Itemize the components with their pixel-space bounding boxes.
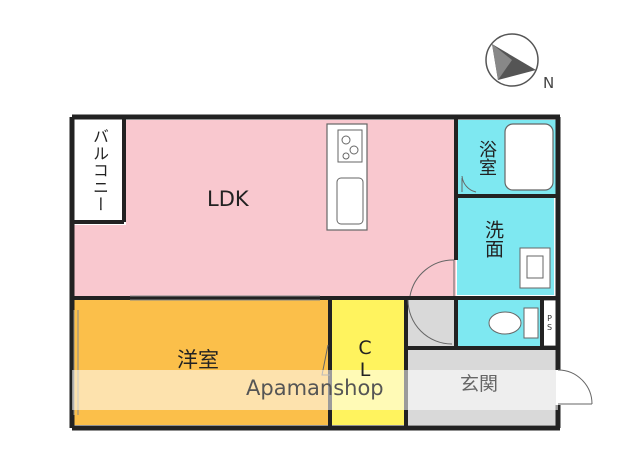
ldk-area-lower	[74, 225, 126, 297]
bath-label: 浴室	[476, 140, 497, 176]
balcony-label: バルコニー	[90, 128, 109, 213]
watermark-band	[72, 370, 558, 410]
entrance-label: 玄関	[460, 373, 499, 395]
bathtub-icon	[504, 123, 554, 191]
balcony-area	[80, 124, 124, 220]
ldk-label: LDK	[207, 187, 249, 211]
hall-area	[408, 300, 456, 346]
stove-icon	[337, 129, 363, 163]
ldk-area	[126, 120, 456, 297]
toilet-icon	[488, 307, 539, 339]
closet-label: CL	[354, 337, 376, 381]
kitchen-counter	[326, 123, 368, 231]
compass-icon	[485, 33, 539, 87]
sink-icon	[336, 177, 364, 225]
western-room-label: 洋室	[177, 348, 219, 372]
washing-machine-icon	[519, 247, 551, 289]
washroom-label: 洗面	[482, 220, 504, 258]
pipe-space-label: PS	[545, 314, 554, 332]
compass-direction-label: N	[543, 74, 555, 92]
watermark-text: Apamanshop	[246, 376, 384, 400]
